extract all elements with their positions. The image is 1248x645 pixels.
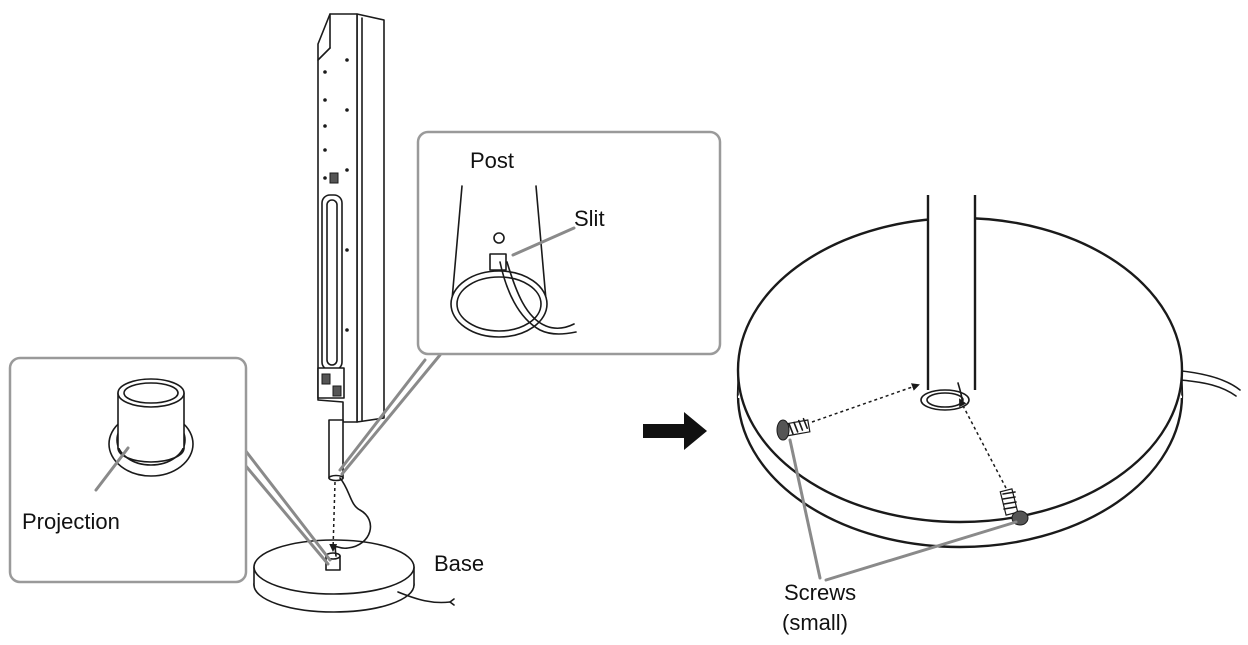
base-left (253, 539, 415, 613)
base-right (736, 195, 1241, 582)
projection-callout: Projection (8, 356, 332, 584)
cable-end-icon (449, 598, 455, 606)
speaker-panel (317, 13, 385, 482)
base-cable (397, 591, 451, 604)
screws-label-line1: Screws (784, 580, 856, 605)
base-label: Base (434, 551, 484, 576)
post-slit-callout: Post Slit (338, 130, 722, 476)
screw-left-icon (776, 417, 811, 441)
post-label: Post (470, 148, 514, 173)
right-arrow-icon (643, 412, 707, 450)
screws-label-line2: (small) (782, 610, 848, 635)
insertion-guide (329, 481, 338, 552)
screw-right-icon (999, 488, 1029, 526)
projection-label: Projection (22, 509, 120, 534)
slit-label: Slit (574, 206, 605, 231)
